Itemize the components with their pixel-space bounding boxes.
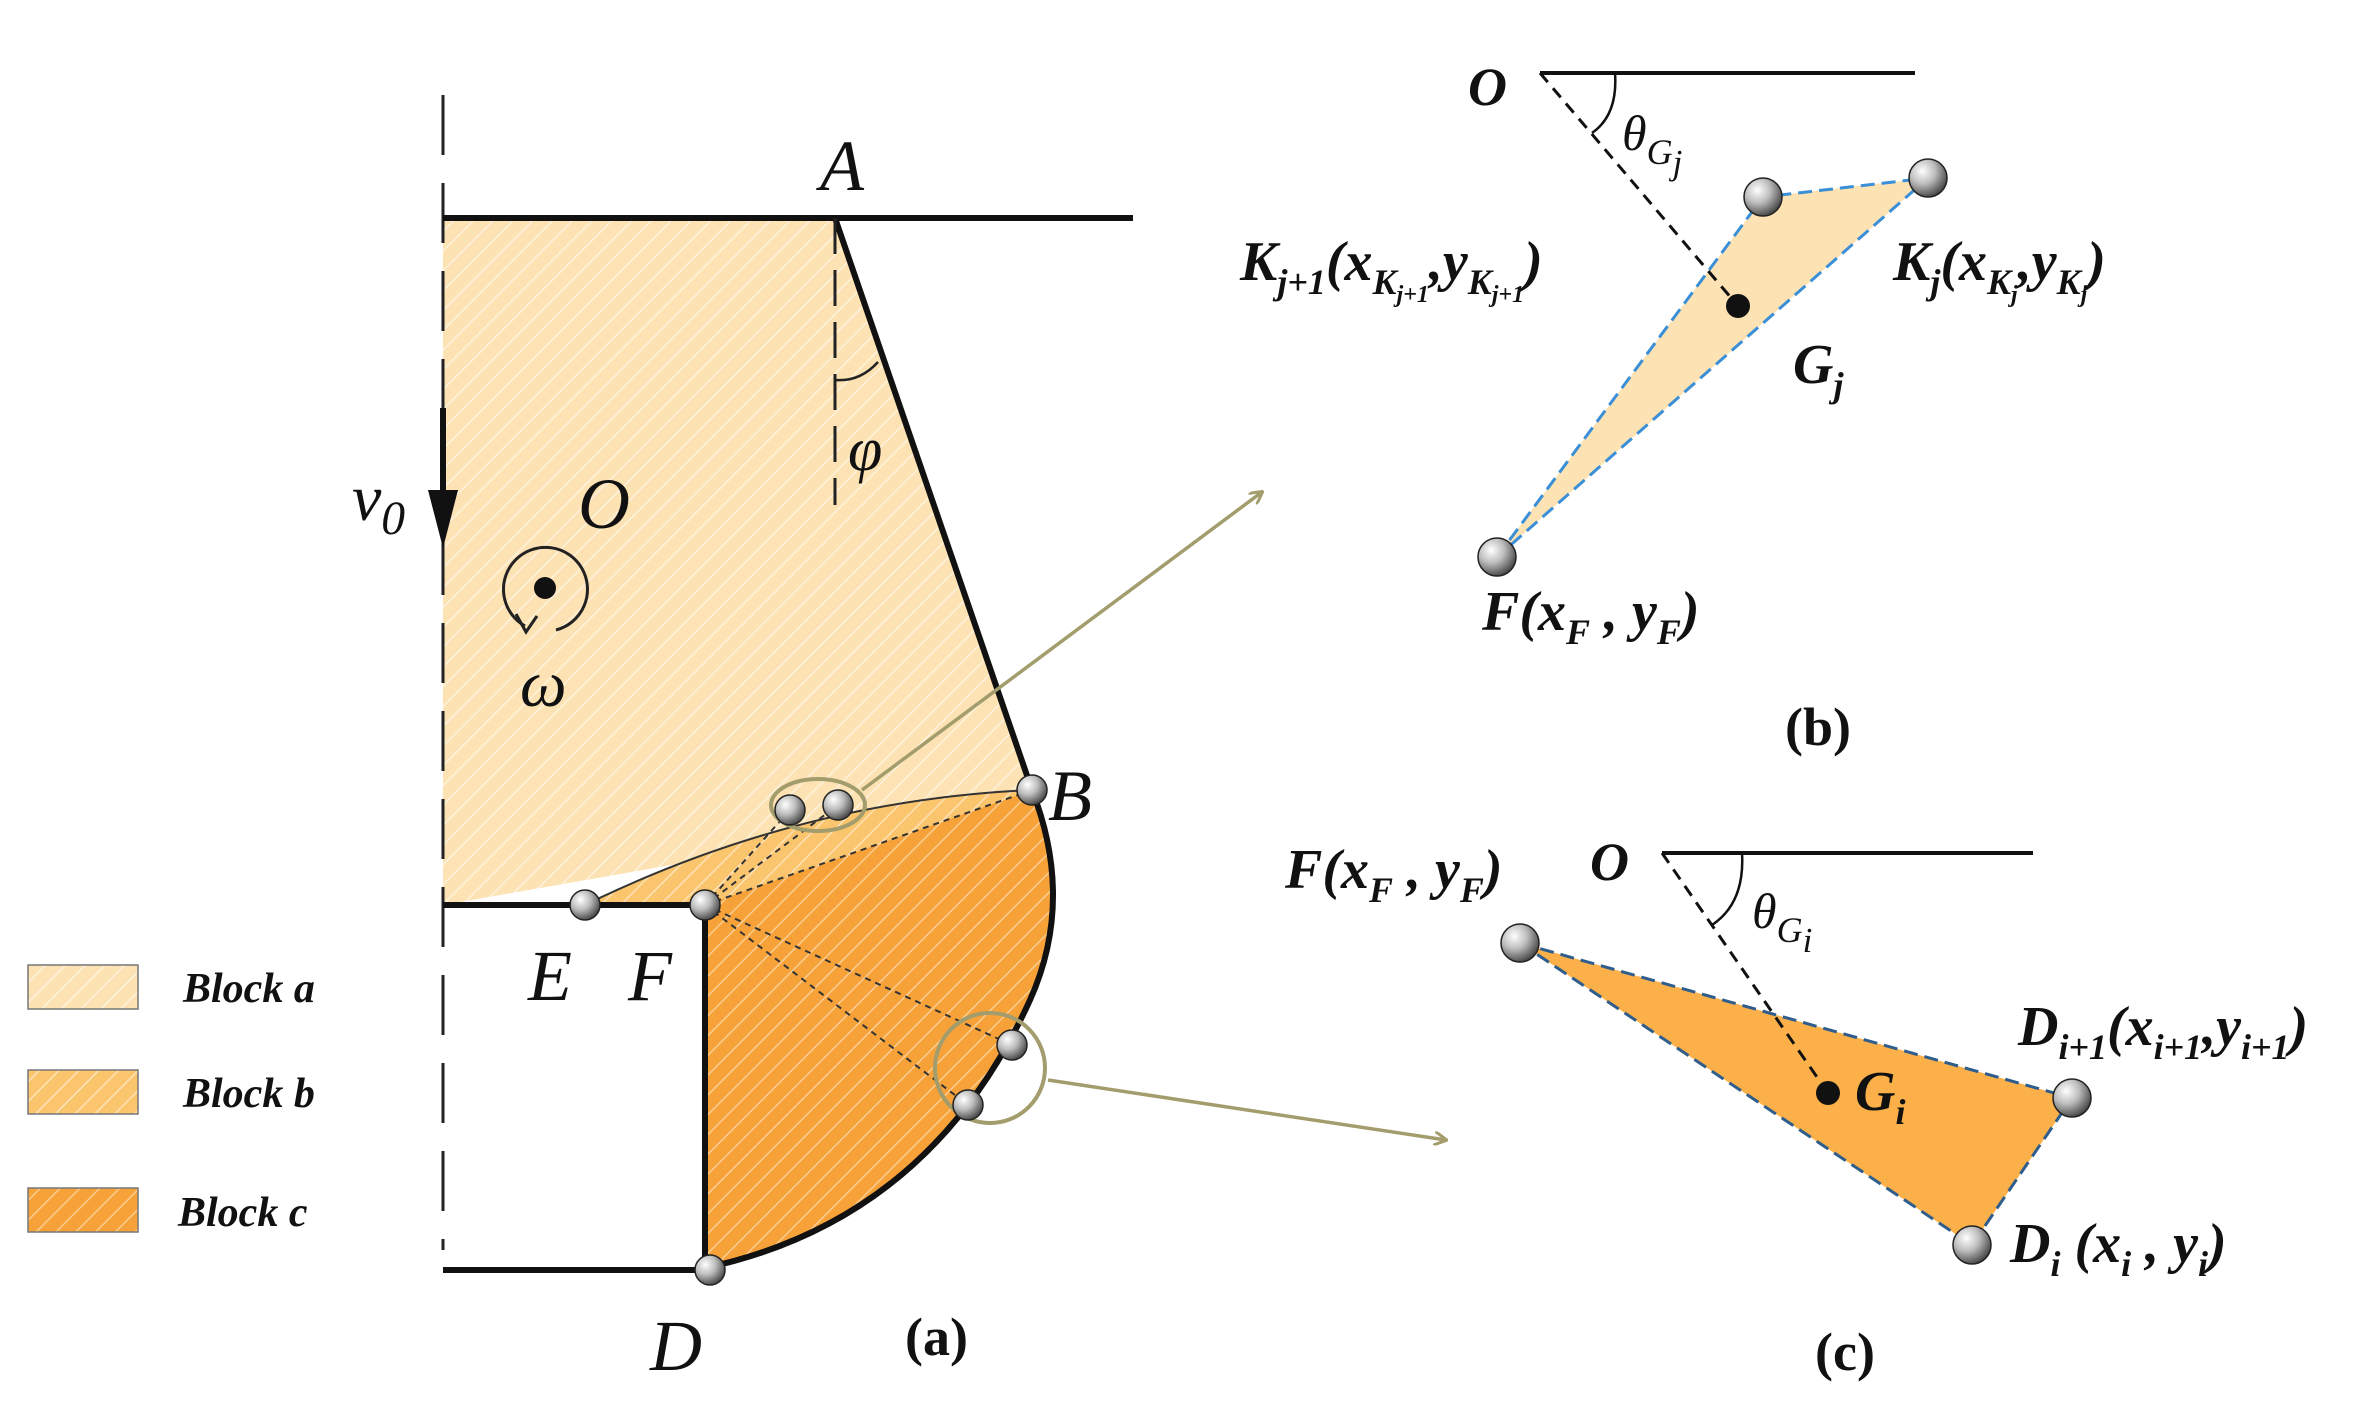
callout-arrow-c (1047, 1078, 1446, 1140)
c-theta-line (1660, 852, 1830, 1094)
panel-b: O θGj Kj+1(xKj+1,yKj+1) Kj(xKj,yKj) Gj F… (1239, 57, 2106, 757)
line-AB (832, 217, 1035, 791)
b-label-K-j1: Kj+1(xKj+1,yKj+1) (1239, 231, 1543, 308)
c-theta-arc (1711, 852, 1744, 927)
node-F (689, 889, 721, 921)
node-D-upper (996, 1029, 1028, 1061)
callout-arrow-b (860, 492, 1262, 792)
panel-a: A B D E F O φ ω v0 (a) Block a Block b B… (27, 95, 1446, 1386)
node-E (569, 889, 601, 921)
label-v0: v0 (352, 462, 405, 545)
c-label-D-i: Di (xi , yi) (2009, 1213, 2227, 1284)
caption-c: (c) (1815, 1322, 1875, 1382)
b-label-O: O (1468, 57, 1507, 117)
label-D: D (649, 1306, 702, 1386)
omega-arrow-head (514, 613, 539, 635)
label-B: B (1048, 756, 1092, 836)
label-A: A (816, 126, 865, 206)
curve-EB (584, 789, 1033, 906)
b-node-F (1477, 537, 1517, 577)
label-omega: ω (520, 648, 567, 721)
c-centroid-G (1816, 1081, 1840, 1105)
c-node-F (1500, 923, 1540, 963)
legend-label-block-b: Block b (182, 1071, 315, 1117)
b-centroid-G (1726, 294, 1750, 318)
legend-label-block-c: Block c (177, 1190, 308, 1236)
node-K-right (822, 789, 854, 821)
ray-lines (704, 789, 1033, 1106)
label-F: F (627, 936, 673, 1016)
legend-swatch-block-b (27, 1069, 139, 1115)
legend-swatch-block-a (27, 964, 139, 1010)
b-node-K-j (1908, 158, 1948, 198)
b-node-K-j1 (1743, 177, 1783, 217)
block-c-region (705, 790, 1054, 1268)
block-b-region (585, 790, 1032, 905)
c-label-D-i1: Di+1(xi+1,yi+1) (2017, 996, 2308, 1067)
c-label-theta: θGi (1752, 883, 1812, 960)
node-D-lower (952, 1089, 984, 1121)
b-label-theta: θGj (1622, 105, 1682, 182)
b-label-G: Gj (1793, 334, 1844, 405)
c-triangle (1519, 941, 2075, 1248)
node-B (1016, 774, 1048, 806)
b-label-K-j: Kj(xKj,yKj) (1892, 231, 2106, 308)
velocity-arrow-head (428, 490, 458, 548)
label-phi: φ (848, 416, 882, 484)
label-O: O (578, 464, 630, 544)
panel-c: O θGi F(xF , yF) Di+1(xi+1,yi+1) Di (xi … (1284, 832, 2308, 1382)
highlight-circle-c (933, 1011, 1047, 1125)
c-node-D-i1 (2052, 1078, 2092, 1118)
c-label-O: O (1590, 832, 1629, 892)
c-label-G: Gi (1855, 1061, 1905, 1132)
legend-swatch-block-c (27, 1187, 139, 1233)
omega-rotation-arc (502, 545, 589, 632)
caption-b: (b) (1785, 697, 1851, 757)
highlight-ellipse-b (769, 777, 867, 833)
b-label-F: F(xF , yF) (1481, 581, 1700, 652)
center-O-dot (534, 577, 556, 599)
caption-a: (a) (905, 1307, 968, 1367)
legend: Block a Block b Block c (27, 964, 315, 1236)
phi-angle-arc (834, 361, 879, 382)
b-theta-line (1538, 72, 1740, 307)
b-theta-arc (1591, 72, 1617, 135)
c-label-F: F(xF , yF) (1284, 839, 1503, 910)
c-node-D-i (1952, 1225, 1992, 1265)
label-E: E (527, 936, 572, 1016)
node-D (694, 1254, 726, 1286)
legend-label-block-a: Block a (182, 966, 315, 1012)
node-K-left (774, 794, 806, 826)
b-triangle (1495, 175, 1933, 559)
block-a-region (443, 218, 1032, 905)
